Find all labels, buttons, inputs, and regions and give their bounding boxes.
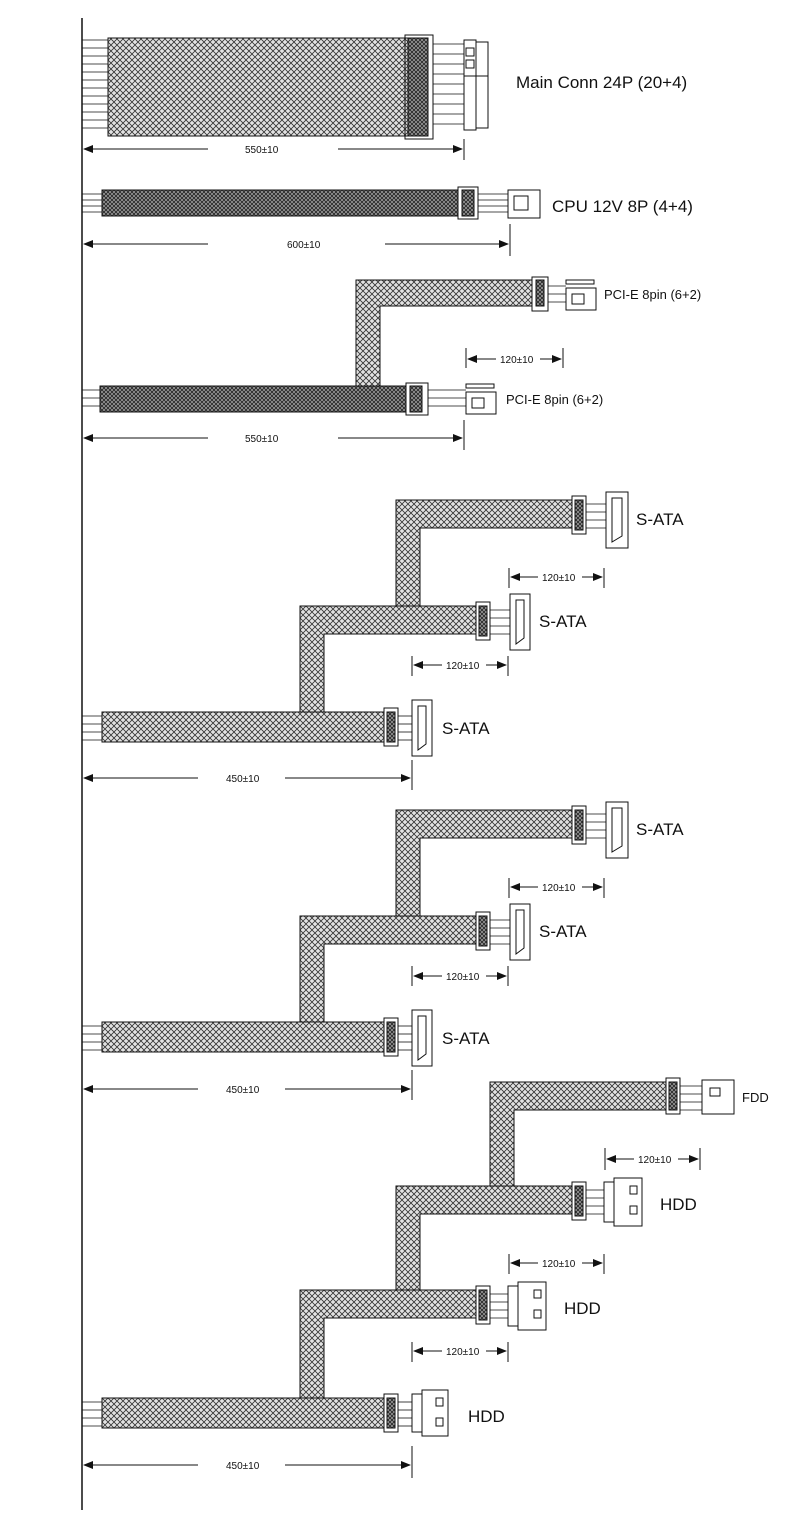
main-24p-length: 550±10 xyxy=(245,145,279,156)
hdd-connector-3-icon xyxy=(411,1389,449,1437)
sata-a-connector-2-icon xyxy=(509,593,531,651)
sata-b-length: 450±10 xyxy=(226,1085,260,1096)
main-24p-label: Main Conn 24P (20+4) xyxy=(516,73,687,92)
molex-cable: FDD HDD HDD HDD 120±10 120±10 120±10 xyxy=(82,1077,769,1478)
sata-b-connector-1-icon xyxy=(605,801,629,859)
sata-a-label-3: S-ATA xyxy=(442,719,490,738)
hdd-label-2: HDD xyxy=(564,1299,601,1318)
pcie-cable: PCI-E 8pin (6+2) PCI-E 8pin (6+2) 120±10… xyxy=(82,276,701,450)
sata-a-label-1: S-ATA xyxy=(636,510,684,529)
pcie-label-1: PCI-E 8pin (6+2) xyxy=(604,287,701,302)
sata-a-label-2: S-ATA xyxy=(539,612,587,631)
sata-a-length: 450±10 xyxy=(226,774,260,785)
sata-b-label-2: S-ATA xyxy=(539,922,587,941)
sata-cable-b: S-ATA S-ATA S-ATA 120±10 120±10 450±10 xyxy=(82,801,684,1100)
sata-b-label-3: S-ATA xyxy=(442,1029,490,1048)
sata-a-connector-3-icon xyxy=(411,699,433,757)
sata-b-spacing-2: 120±10 xyxy=(446,972,480,983)
molex-fdd-sleeve xyxy=(489,1081,671,1191)
fdd-label: FDD xyxy=(742,1090,769,1105)
sata-b-connector-2-icon xyxy=(509,903,531,961)
molex-spacing-1: 120±10 xyxy=(638,1155,672,1166)
main-24p-cable: Main Conn 24P (20+4) 550±10 xyxy=(82,34,687,160)
hdd-connector-2-icon xyxy=(507,1281,547,1331)
pcie-length: 550±10 xyxy=(245,434,279,445)
hdd-label-3: HDD xyxy=(468,1407,505,1426)
sata-b-connector-3-icon xyxy=(411,1009,433,1067)
sata-cable-a: S-ATA S-ATA S-ATA 120±10 120±10 450±10 xyxy=(82,491,684,790)
molex-main-sleeve xyxy=(101,1397,385,1429)
pcie-connector-2-icon xyxy=(465,383,497,415)
pcie-spacing: 120±10 xyxy=(500,355,534,366)
main-24p-sleeve xyxy=(107,37,409,137)
fdd-connector-icon xyxy=(701,1079,735,1115)
molex-length: 450±10 xyxy=(226,1461,260,1472)
pcie-branch-sleeve xyxy=(355,279,537,387)
hdd-label-1: HDD xyxy=(660,1195,697,1214)
cpu-8p-connector-icon xyxy=(507,189,541,219)
sata-a-connector-1-icon xyxy=(605,491,629,549)
main-24p-connector-icon xyxy=(463,39,489,131)
sata-a-spacing-2: 120±10 xyxy=(446,661,480,672)
molex-spacing-2: 120±10 xyxy=(542,1259,576,1270)
molex-middle-sleeve xyxy=(299,1289,481,1399)
cpu-8p-length: 600±10 xyxy=(287,240,321,251)
sata-a-upper-sleeve xyxy=(395,499,577,611)
hdd-connector-1-icon xyxy=(603,1177,643,1227)
sata-b-main-sleeve xyxy=(101,1021,385,1053)
sata-b-label-1: S-ATA xyxy=(636,820,684,839)
sata-a-middle-sleeve xyxy=(299,605,481,715)
sata-b-upper-sleeve xyxy=(395,809,577,921)
cpu-8p-cable: CPU 12V 8P (4+4) 600±10 xyxy=(82,186,693,256)
cpu-8p-label: CPU 12V 8P (4+4) xyxy=(552,197,693,216)
molex-upper-sleeve xyxy=(395,1185,577,1295)
sata-a-spacing-1: 120±10 xyxy=(542,573,576,584)
sata-b-middle-sleeve xyxy=(299,915,481,1025)
molex-spacing-3: 120±10 xyxy=(446,1347,480,1358)
pcie-main-sleeve xyxy=(99,385,409,413)
sata-a-main-sleeve xyxy=(101,711,385,743)
pcie-connector-1-icon xyxy=(565,279,597,311)
pcie-label-2: PCI-E 8pin (6+2) xyxy=(506,392,603,407)
cpu-8p-sleeve xyxy=(101,189,461,217)
sata-b-spacing-1: 120±10 xyxy=(542,883,576,894)
